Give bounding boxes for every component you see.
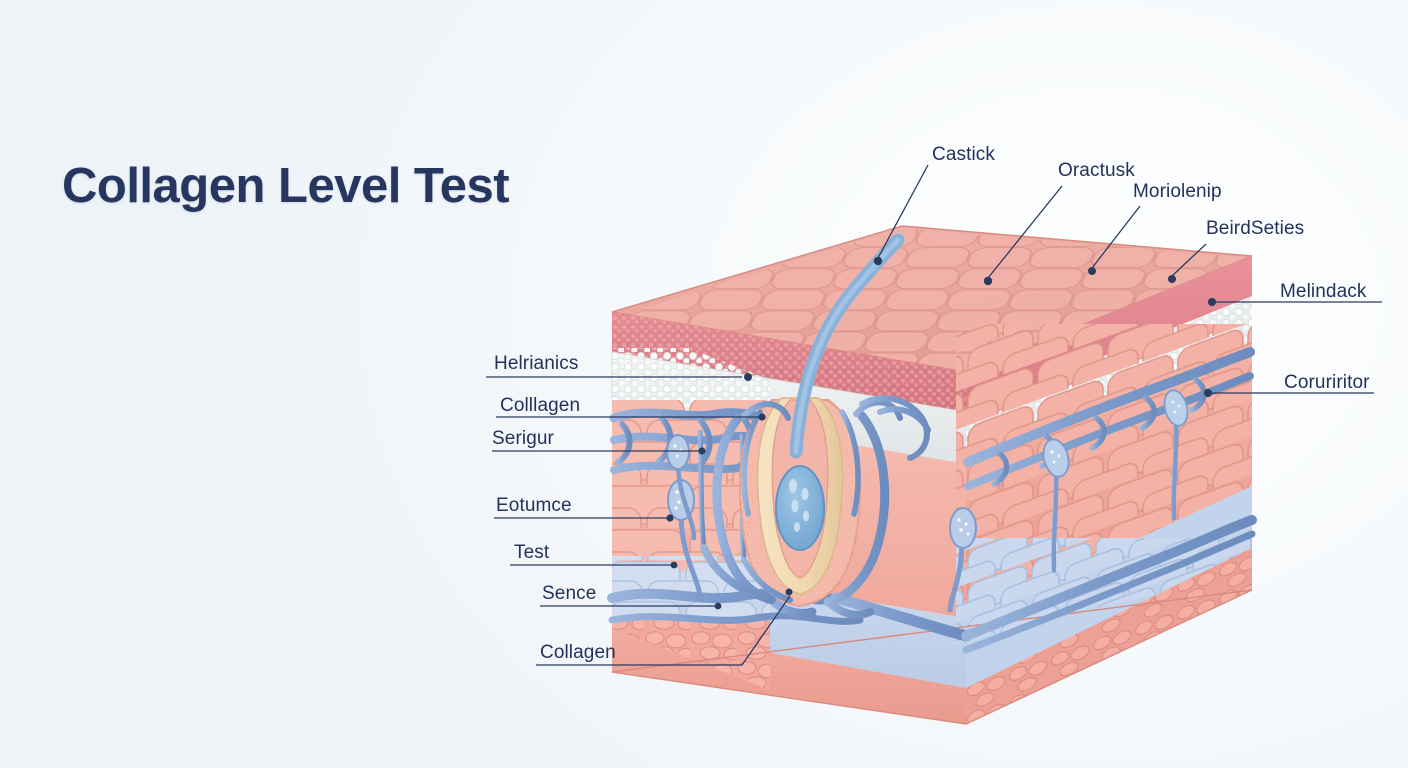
label-moriolenip[interactable]: Moriolenip [1133, 181, 1222, 202]
label-coruriritor[interactable]: Coruriritor [1284, 372, 1370, 393]
label-melindack[interactable]: Melindack [1280, 281, 1367, 302]
hair-follicle [738, 233, 905, 608]
label-collagen-upper[interactable]: Colllagen [500, 395, 581, 416]
label-serigur[interactable]: Serigur [492, 428, 554, 449]
sweat-glands-right [1042, 389, 1189, 573]
page-title: Collagen Level Test [62, 159, 510, 213]
follicle-capillary-loops [741, 395, 931, 461]
label-collagen-lower[interactable]: Collagen [540, 642, 616, 663]
sweat-glands-left [666, 434, 977, 613]
label-castick[interactable]: Castick [932, 144, 995, 165]
label-oractusk[interactable]: Oractusk [1058, 160, 1135, 181]
label-beird-seties[interactable]: BeirdSeties [1206, 218, 1305, 239]
label-test[interactable]: Test [514, 542, 550, 563]
label-eotumce[interactable]: Eotumce [496, 495, 572, 516]
label-sence[interactable]: Sence [542, 583, 597, 604]
label-helrianics[interactable]: Helrianics [494, 353, 579, 374]
